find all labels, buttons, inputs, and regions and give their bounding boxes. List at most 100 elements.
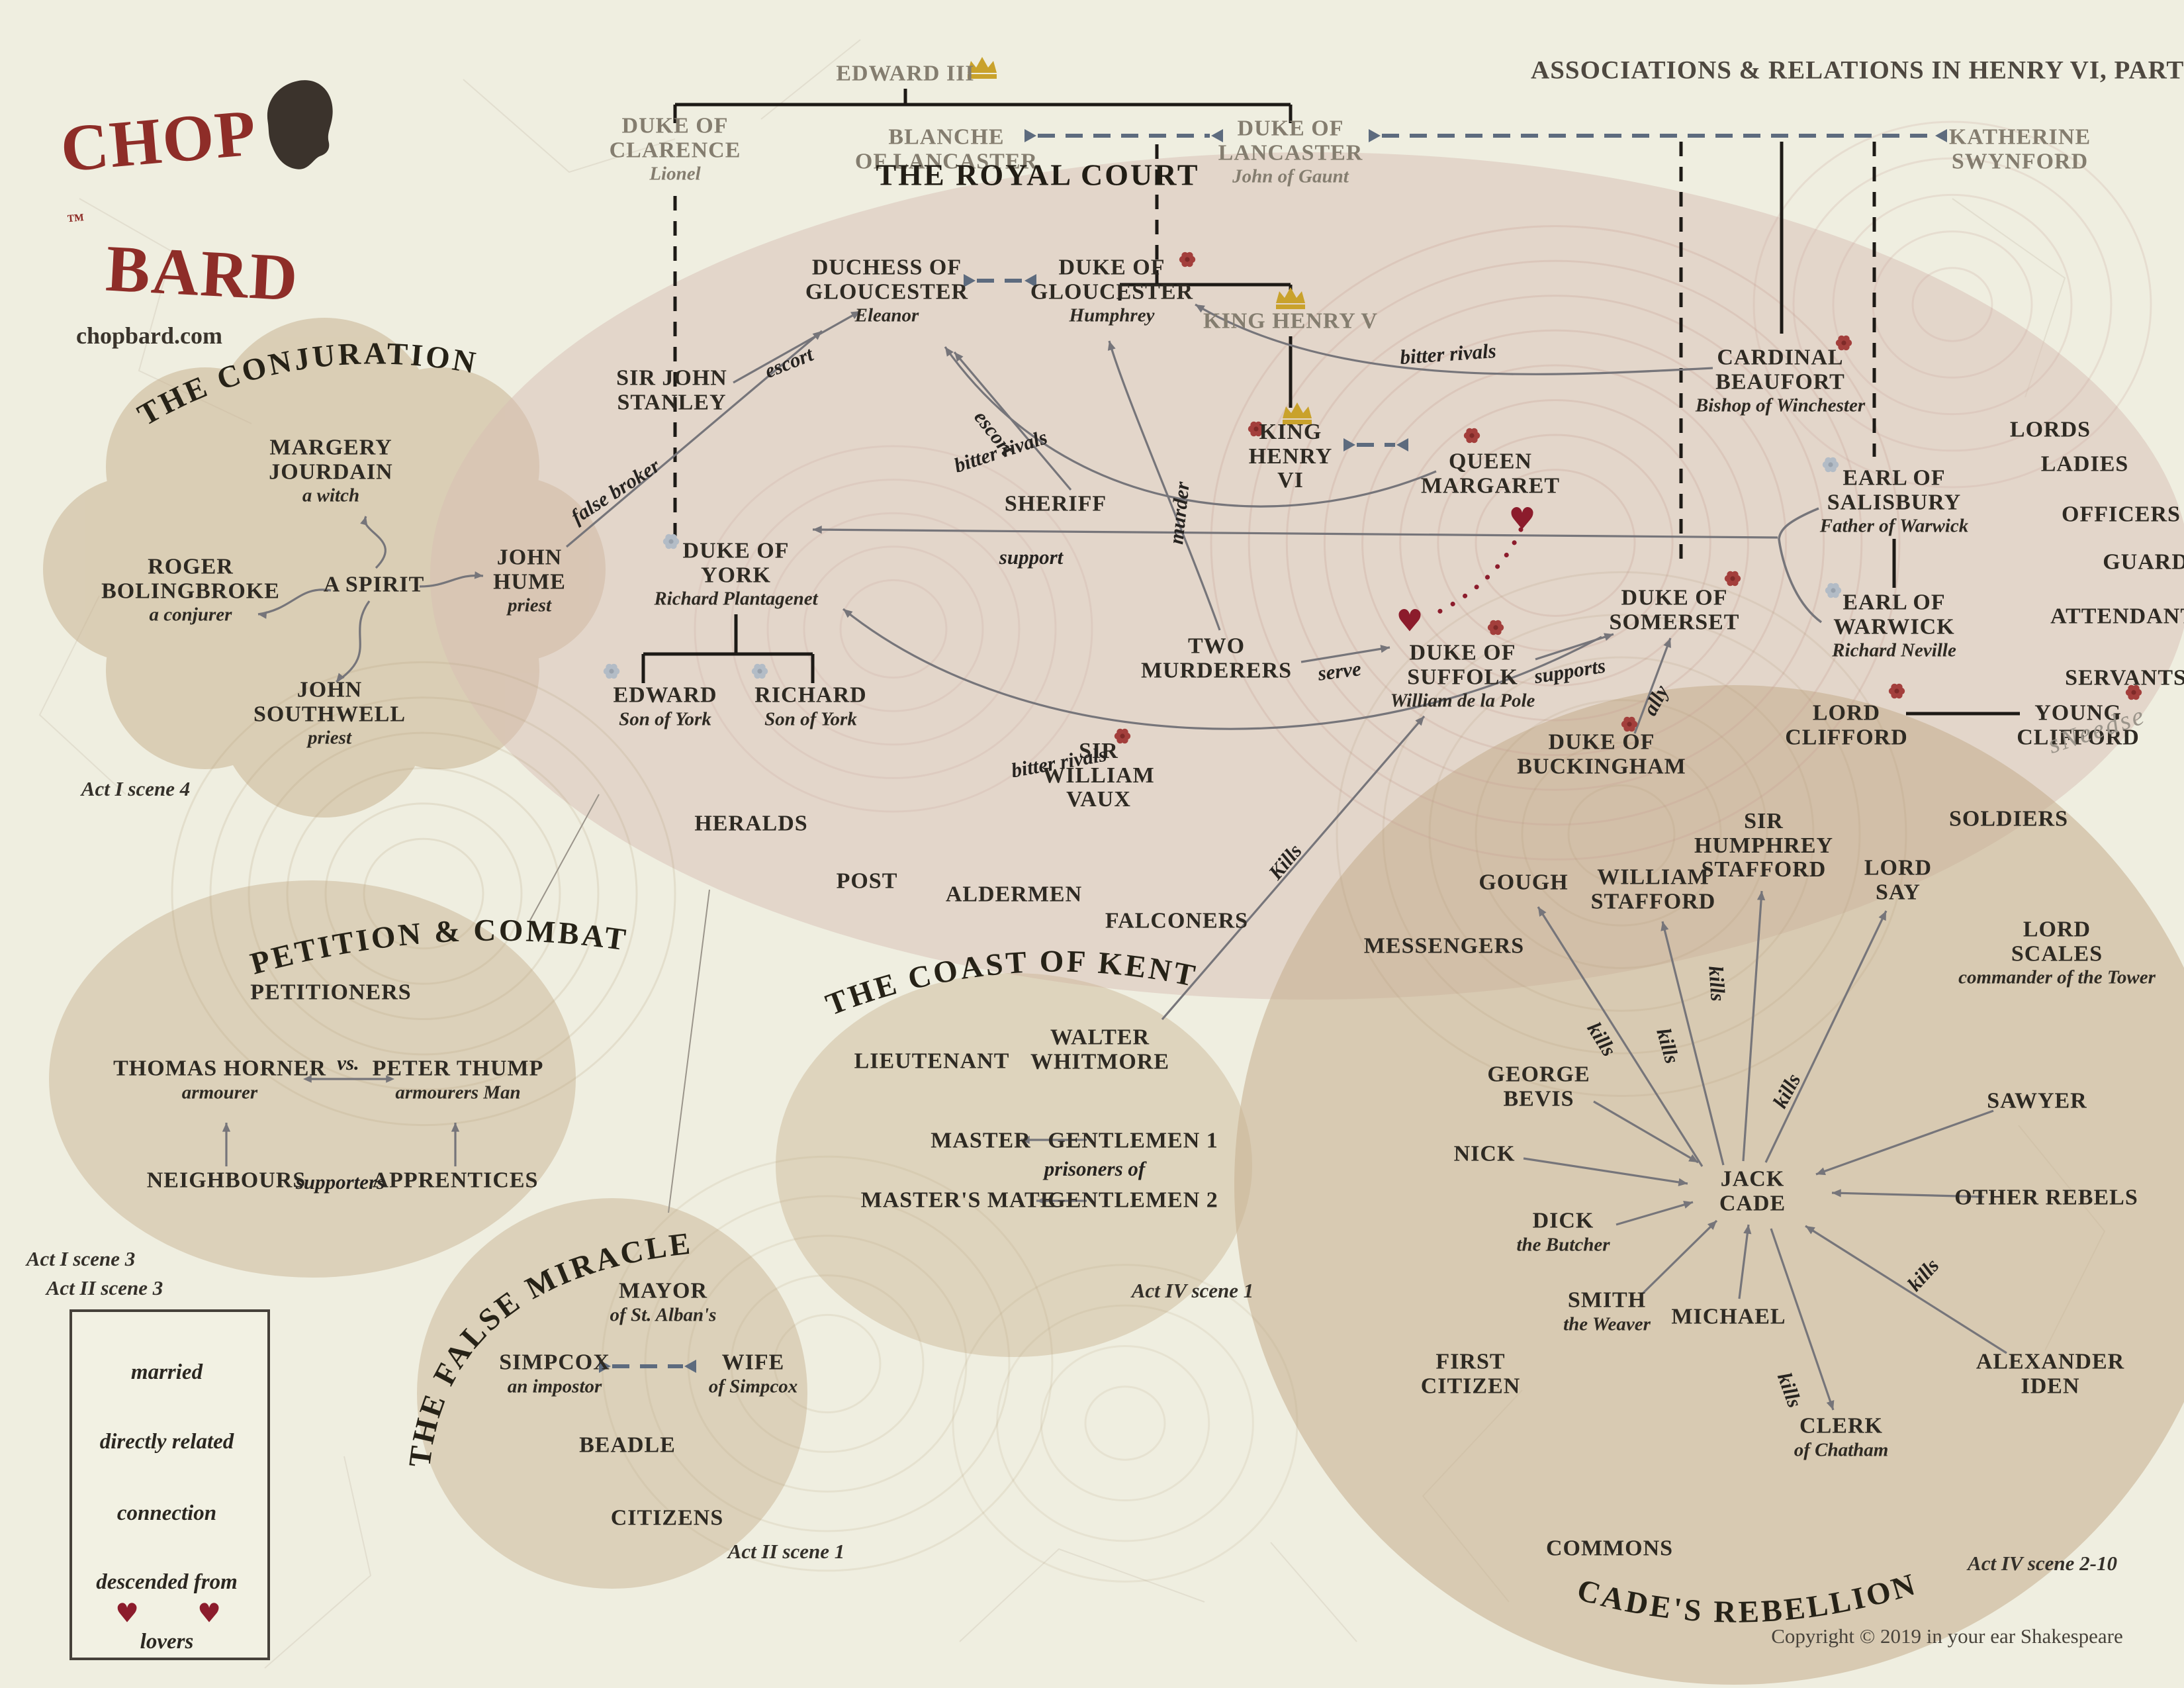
- person-name-line: HENRY: [1248, 444, 1333, 469]
- person-name-line: CITIZENS: [610, 1505, 724, 1530]
- person-name-line: PETITIONERS: [250, 980, 412, 1005]
- person-name-line: SOUTHWELL: [253, 702, 406, 727]
- person-name-line: DUCHESS OF: [811, 255, 962, 280]
- person-subtitle: of St. Alban's: [610, 1304, 717, 1326]
- person-name-line: DUKE OF: [1237, 116, 1344, 141]
- person-name-line: JACK: [1720, 1166, 1785, 1192]
- arrowhead: [1036, 1196, 1046, 1205]
- person-name-line: EARL OF: [1843, 590, 1946, 615]
- connection-line: [1764, 910, 1888, 1163]
- person-name-line: COMMONS: [1545, 1536, 1674, 1561]
- person-subtitle: Humphrey: [1069, 305, 1155, 326]
- person-name-line: MARGARET: [1420, 473, 1561, 498]
- heart-icon: ♥: [1508, 500, 1536, 537]
- person-name-line: CLIFFORD: [1785, 725, 1908, 749]
- person-a-spirit: A SPIRIT: [324, 573, 425, 598]
- false-miracle-blob: [417, 1198, 807, 1589]
- red-rose-icon: [1248, 421, 1265, 437]
- person-name-line: NICK: [1453, 1141, 1516, 1166]
- person-servants: SERVANTS: [2065, 665, 2184, 691]
- person-name-line: THOMAS HORNER: [113, 1056, 326, 1081]
- logo-site-url[interactable]: chopbard.com: [76, 322, 223, 349]
- person-name-line: OF LANCASTER: [854, 149, 1038, 173]
- married-cap: [1369, 129, 1381, 142]
- person-name-line: KING: [1259, 419, 1322, 444]
- white-rose-icon: [1822, 457, 1839, 473]
- arrowhead: [1604, 633, 1614, 641]
- arrowhead: [303, 1075, 312, 1083]
- connection-line: [1535, 633, 1614, 661]
- person-name-line: PETER THUMP: [372, 1056, 544, 1081]
- relation-label-kills-shstafford: kills: [1704, 965, 1730, 1002]
- red-rose-icon: [1463, 428, 1480, 444]
- married-cap: [684, 1360, 696, 1373]
- arrowhead: [1878, 911, 1886, 921]
- person-other-rebels: OTHER REBELS: [1954, 1186, 2138, 1211]
- person-name-line: WILLIAM: [1042, 763, 1155, 788]
- legend-label-connection: connection: [116, 1501, 217, 1525]
- engraving-swirl-decor: [1336, 571, 1907, 1098]
- person-name-line: EDWARD: [613, 682, 717, 708]
- section-title-coast-of-kent: THE COAST OF KENT: [821, 945, 1201, 1023]
- person-neighbours: NEIGHBOURS: [147, 1168, 306, 1194]
- arrowhead: [360, 516, 368, 526]
- lovers-line: [1426, 527, 1524, 620]
- person-gentlemen-1: GENTLEMEN 1: [1048, 1129, 1218, 1154]
- person-name-line: CITIZEN: [1420, 1374, 1521, 1398]
- connection-line: [1300, 646, 1390, 663]
- legend-box: [69, 1309, 270, 1660]
- section-title-cades-rebellion: CADE'S REBELLION: [1573, 1567, 1921, 1630]
- person-subtitle: a witch: [302, 485, 360, 506]
- person-gough: GOUGH: [1479, 870, 1568, 896]
- person-name-line: TWO: [1187, 633, 1246, 659]
- person-subtitle: John of Gaunt: [1232, 165, 1349, 187]
- person-name-line: SERVANTS: [2065, 665, 2184, 690]
- coast-of-kent-blob: [776, 973, 1252, 1357]
- person-lieutenant: LIEUTENANT: [854, 1049, 1010, 1074]
- white-rose-icon: [662, 534, 680, 549]
- white-rose-icon: [603, 663, 620, 679]
- married-cap: [1024, 274, 1036, 287]
- crackle-texture: [959, 1548, 1205, 1642]
- person-name-line: DUKE OF: [682, 538, 790, 563]
- connection-line: [1738, 1224, 1750, 1299]
- person-name-line: MASTER: [931, 1128, 1031, 1153]
- legend-label-married: married: [130, 1360, 203, 1384]
- white-rose-icon: [1825, 583, 1842, 598]
- person-name-line: ALEXANDER: [1976, 1349, 2125, 1374]
- spirit-arrow-curve: [336, 600, 371, 683]
- arrowhead: [1538, 907, 1547, 917]
- scene-link-line: [668, 889, 710, 1213]
- person-name-line: YOUNG: [2034, 700, 2122, 726]
- legend-label-descended-from: descended from: [96, 1570, 238, 1594]
- arrowhead: [386, 1075, 394, 1083]
- red-rose-icon: [1724, 571, 1741, 586]
- person-name-line: DUKE OF: [621, 113, 729, 138]
- connection-line: [733, 310, 861, 384]
- logo-word-bard: BARD: [104, 231, 301, 315]
- arrowhead: [336, 673, 345, 682]
- person-ladies: LADIES: [2041, 452, 2129, 477]
- red-rose-icon: [1114, 728, 1131, 744]
- red-rose-icon: [1179, 252, 1196, 267]
- spirit-arrow-curve: [257, 588, 332, 616]
- conjuration-blob: [43, 318, 606, 818]
- person-subtitle: armourers Man: [395, 1082, 521, 1103]
- connection-line: [1593, 1100, 1699, 1164]
- red-rose-icon: [2125, 684, 2142, 700]
